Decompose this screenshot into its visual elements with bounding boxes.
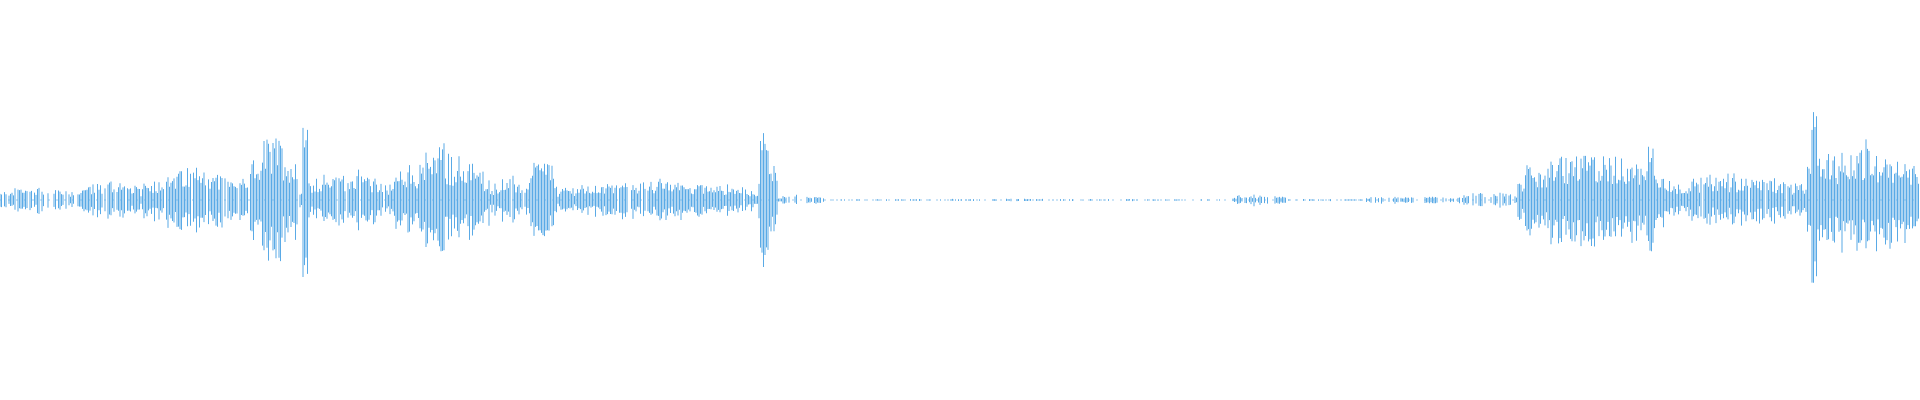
waveform-trace	[0, 112, 1919, 283]
